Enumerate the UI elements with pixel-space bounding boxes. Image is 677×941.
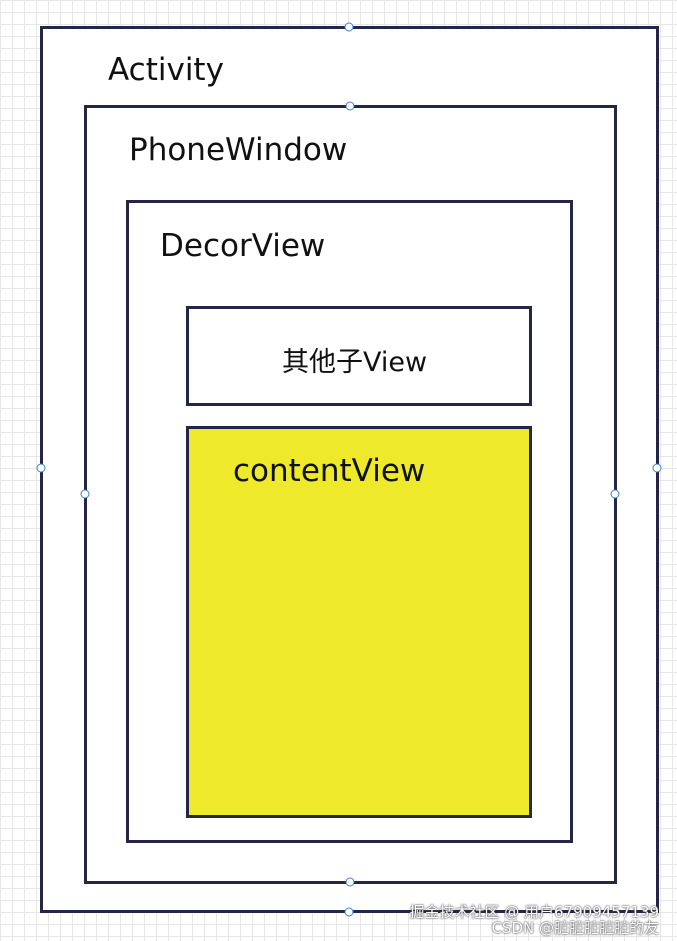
activity-bottom-handle[interactable] <box>344 907 354 917</box>
phonewindow-top-handle[interactable] <box>345 101 355 111</box>
phonewindow-label: PhoneWindow <box>129 132 348 168</box>
contentview-label: contentView <box>233 453 426 489</box>
other-child-view-box[interactable] <box>186 306 532 406</box>
activity-top-handle[interactable] <box>344 22 354 32</box>
phonewindow-left-handle[interactable] <box>80 489 90 499</box>
watermark-juejin: 掘金技术社区 @ 用户67909457139 <box>409 903 659 921</box>
activity-right-handle[interactable] <box>652 463 662 473</box>
watermark-csdn: CSDN @脏脏脏脏脏的友 <box>491 919 659 937</box>
phonewindow-bottom-handle[interactable] <box>345 877 355 887</box>
phonewindow-right-handle[interactable] <box>610 489 620 499</box>
activity-left-handle[interactable] <box>36 463 46 473</box>
other-child-view-label: 其他子View <box>282 347 428 378</box>
decorview-label: DecorView <box>160 228 326 264</box>
activity-label: Activity <box>108 52 224 88</box>
contentview-box[interactable] <box>186 426 532 818</box>
